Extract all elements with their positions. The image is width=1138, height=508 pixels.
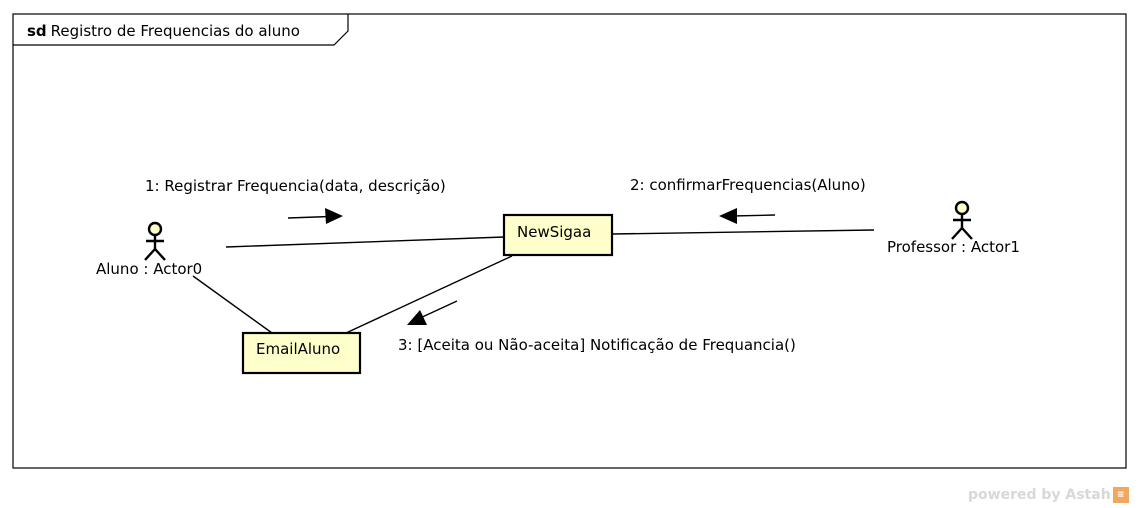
actor-professor-label: Professor : Actor1 bbox=[887, 238, 1020, 256]
message-1-arrow-line bbox=[287, 215, 331, 219]
message-3-label: 3: [Aceita ou Não-aceita] Notificação de… bbox=[398, 336, 796, 354]
arrow-down-left-icon bbox=[407, 310, 427, 325]
link-aluno-newsigaa bbox=[225, 236, 505, 248]
message-3-arrow-line bbox=[417, 300, 458, 320]
object-newsigaa-label: NewSigaa bbox=[517, 223, 591, 241]
diagram-frame bbox=[12, 13, 1127, 469]
message-1-label: 1: Registrar Frequencia(data, descrição) bbox=[145, 177, 446, 195]
message-2[interactable]: 2: confirmarFrequencias(Aluno) bbox=[630, 176, 866, 224]
frame-title-tab bbox=[13, 14, 349, 46]
link-newsigaa-professor bbox=[611, 229, 875, 235]
actor-professor[interactable]: Professor : Actor1 bbox=[887, 200, 1020, 256]
message-3[interactable]: 3: [Aceita ou Não-aceita] Notificação de… bbox=[398, 300, 796, 354]
astah-logo-icon: ≡ bbox=[1112, 487, 1129, 503]
actor-aluno-label: Aluno : Actor0 bbox=[96, 260, 202, 278]
frame-name: Registro de Frequencias do aluno bbox=[51, 22, 300, 40]
frame-keyword: sd bbox=[27, 22, 47, 40]
arrow-right-icon bbox=[325, 208, 343, 224]
object-emailaluno-label: EmailAluno bbox=[256, 340, 340, 358]
powered-by-watermark: powered by Astah ≡ bbox=[968, 485, 1129, 505]
object-newsigaa[interactable]: NewSigaa bbox=[502, 213, 614, 257]
link-newsigaa-emailaluno bbox=[345, 255, 513, 334]
watermark-text: powered by Astah bbox=[968, 487, 1111, 503]
message-2-arrow-line bbox=[731, 214, 776, 217]
message-2-label: 2: confirmarFrequencias(Aluno) bbox=[630, 176, 866, 194]
stick-figure-icon bbox=[951, 200, 973, 240]
object-emailaluno-box bbox=[241, 331, 362, 375]
stick-figure-icon bbox=[144, 221, 166, 261]
message-1[interactable]: 1: Registrar Frequencia(data, descrição) bbox=[145, 177, 446, 224]
arrow-left-icon bbox=[719, 208, 737, 224]
object-newsigaa-box bbox=[502, 213, 614, 257]
actor-aluno[interactable]: Aluno : Actor0 bbox=[96, 221, 202, 278]
object-emailaluno[interactable]: EmailAluno bbox=[241, 331, 362, 375]
link-aluno-emailaluno bbox=[192, 275, 273, 334]
